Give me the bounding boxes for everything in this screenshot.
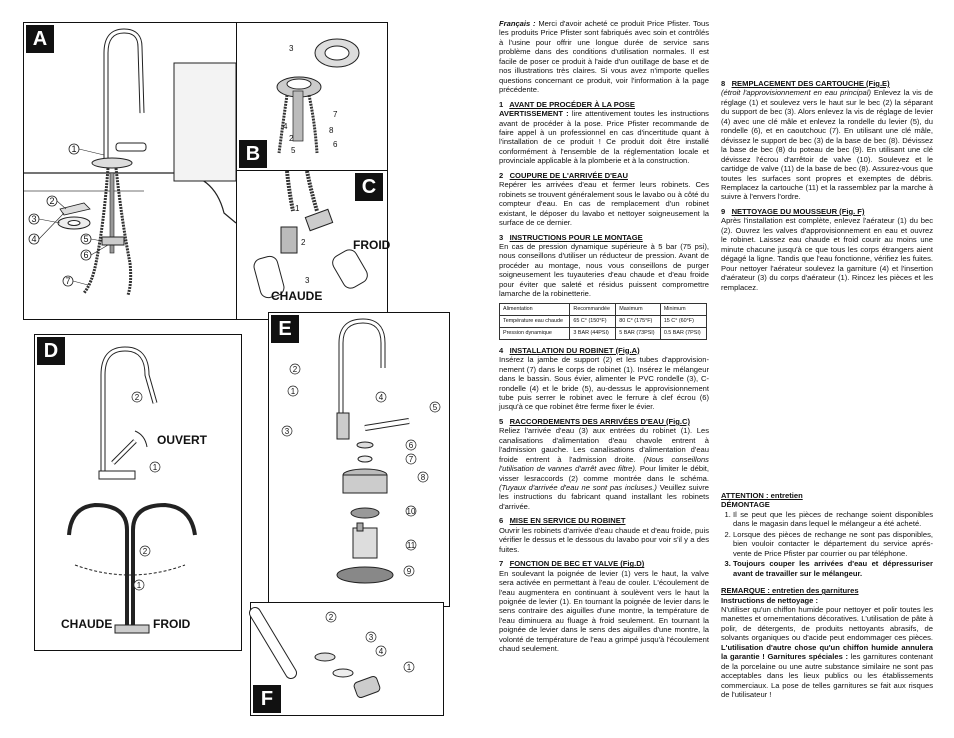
svg-text:1: 1 bbox=[137, 581, 142, 590]
svg-text:3: 3 bbox=[289, 44, 294, 53]
svg-text:7: 7 bbox=[333, 110, 338, 119]
cartridge-exploded-illustration: 1 2 3 4 5 6 7 8 10 11 9 bbox=[281, 318, 441, 584]
mounting-hardware-illustration: 3 42 5 7 8 6 bbox=[276, 38, 360, 155]
callout-4: 4 bbox=[31, 234, 36, 244]
list-item: Lorsque des pièces de rechange ne sont p… bbox=[733, 530, 933, 558]
faucet-installation-illustration: 1 2 3 4 5 6 7 bbox=[24, 28, 237, 296]
svg-text:8: 8 bbox=[329, 126, 334, 135]
figure-d-label: D bbox=[37, 337, 65, 365]
figure-e-label: E bbox=[271, 315, 299, 343]
svg-text:1: 1 bbox=[153, 463, 158, 472]
section-5-heading: 5 RACCORDEMENTS DES ARRIVÉES D'EAU (Fig.… bbox=[499, 416, 690, 426]
hot-label: CHAUDE bbox=[271, 289, 323, 303]
figure-f-label: F bbox=[253, 685, 281, 713]
svg-text:8: 8 bbox=[421, 473, 426, 482]
cold-label-d: FROID bbox=[153, 617, 191, 631]
figure-d: D 2 1 2 1 OUVERT CHAUDE FROID bbox=[34, 334, 242, 651]
figure-c: C 1 2 3 FROID CHAUDE bbox=[236, 170, 391, 320]
figure-b-label: B bbox=[239, 140, 267, 168]
remarque-text: N'utiliser qu'un chiffon humide pour net… bbox=[721, 604, 933, 700]
svg-text:1: 1 bbox=[407, 663, 412, 672]
callout-7: 7 bbox=[65, 276, 70, 286]
section-6-text: Ouvrir les robinets d'arrivée d'eau chau… bbox=[499, 525, 709, 554]
section-9-text: Après l'installation est complète, enlev… bbox=[721, 216, 933, 292]
remarque-subheading: Instructions de nettoyage : bbox=[721, 595, 819, 605]
attention-heading: ATTENTION : entretien bbox=[721, 491, 803, 500]
svg-text:1: 1 bbox=[295, 204, 300, 213]
callout-1: 1 bbox=[71, 144, 76, 154]
maintenance-column: ATTENTION : entretien DÉMONTAGE Il se pe… bbox=[721, 491, 933, 703]
hot-label-d: CHAUDE bbox=[61, 617, 113, 631]
section-6-heading: 6 MISE EN SERVICE DU ROBINET bbox=[499, 516, 626, 526]
list-item: Toujours couper les arrivées d'eau et dé… bbox=[733, 559, 933, 578]
figure-a-label: A bbox=[26, 25, 54, 53]
callout-3: 3 bbox=[31, 214, 36, 224]
remarque-heading: REMARQUE : entretien des garnitures bbox=[721, 586, 859, 596]
attention-subheading: DÉMONTAGE bbox=[721, 500, 770, 510]
svg-text:3: 3 bbox=[369, 633, 374, 642]
svg-text:5: 5 bbox=[291, 146, 296, 155]
supply-connection-illustration: 1 2 3 bbox=[253, 170, 368, 299]
callout-2: 2 bbox=[49, 196, 54, 206]
section-7-text: En soulevant la poignée de levier (1) ve… bbox=[499, 568, 709, 654]
svg-text:2: 2 bbox=[293, 365, 298, 374]
section-3-text: En cas de pression dynamique supérieure … bbox=[499, 241, 709, 299]
text-column-1: Français : Merci d'avoir acheté ce produ… bbox=[498, 19, 709, 654]
lever-function-illustration: 2 1 2 1 bbox=[67, 346, 197, 634]
attention-list: Il se peut que les pièces de rechange so… bbox=[721, 510, 933, 578]
svg-text:3: 3 bbox=[305, 276, 310, 285]
svg-text:9: 9 bbox=[407, 567, 412, 576]
svg-text:1: 1 bbox=[291, 387, 296, 396]
figure-c-label: C bbox=[355, 173, 383, 201]
svg-text:2: 2 bbox=[289, 134, 294, 143]
section-1-heading: 1 AVANT DE PROCÉDER À LA POSE bbox=[499, 99, 635, 109]
svg-text:4: 4 bbox=[379, 393, 384, 402]
section-2-heading: 2 COUPURE DE L'ARRIVÉE D'EAU bbox=[499, 170, 628, 180]
svg-text:2: 2 bbox=[143, 547, 148, 556]
intro-lang: Français : bbox=[499, 19, 536, 28]
section-2-text: Repérer les arrivées d'eau et fermer leu… bbox=[499, 180, 709, 228]
svg-text:3: 3 bbox=[285, 427, 290, 436]
figure-e: E 1 2 3 4 5 6 7 8 10 11 9 bbox=[268, 312, 450, 607]
callout-6: 6 bbox=[83, 250, 88, 260]
figure-f: F 2 3 4 1 bbox=[249, 602, 444, 716]
svg-text:6: 6 bbox=[409, 441, 414, 450]
svg-text:4: 4 bbox=[283, 122, 288, 131]
svg-text:2: 2 bbox=[329, 613, 334, 622]
section-3-heading: 3 INSTRUCTIONS POUR LE MONTAGE bbox=[499, 232, 643, 242]
list-item: Il se peut que les pièces de rechange so… bbox=[733, 510, 933, 529]
text-column-2: 8 REMPLACEMENT DES CARTOUCHE (Fig.E) (ét… bbox=[721, 19, 933, 295]
section-1-text: AVERTISSEMENT : lire attentivement toute… bbox=[499, 109, 709, 166]
section-4-heading: 4 INSTALLATION DU ROBINET (Fig.A) bbox=[499, 345, 640, 355]
section-9-heading: 9 NETTOYAGE DU MOUSSEUR (Fig. F) bbox=[721, 206, 865, 216]
section-5-text: Reliez l'arrivée d'eau (3) aux entrées d… bbox=[499, 426, 709, 511]
open-label: OUVERT bbox=[157, 433, 208, 447]
aerator-illustration: 2 3 4 1 bbox=[249, 607, 415, 698]
svg-text:2: 2 bbox=[301, 238, 306, 247]
intro-paragraph: Français : Merci d'avoir acheté ce produ… bbox=[499, 19, 709, 95]
section-8-heading: 8 REMPLACEMENT DES CARTOUCHE (Fig.E) bbox=[721, 79, 890, 88]
svg-text:11: 11 bbox=[407, 541, 416, 550]
section-4-text: Insérez la jambe de support (2) et les t… bbox=[499, 355, 709, 412]
intro-text: Merci d'avoir acheté ce produit Price Pf… bbox=[499, 19, 710, 95]
section-7-heading: 7 FONCTION DE BEC ET VALVE (Fig.D) bbox=[499, 559, 645, 569]
callout-5: 5 bbox=[83, 234, 88, 244]
svg-text:4: 4 bbox=[379, 647, 384, 656]
svg-text:6: 6 bbox=[333, 140, 338, 149]
section-8-text: (étroit l'approvisionnement en eau princ… bbox=[721, 88, 933, 202]
svg-text:5: 5 bbox=[433, 403, 438, 412]
svg-text:7: 7 bbox=[409, 455, 414, 464]
cold-label: FROID bbox=[353, 238, 391, 252]
svg-text:10: 10 bbox=[407, 507, 416, 516]
figure-a: A 1 2 3 4 5 6 7 bbox=[23, 22, 237, 320]
svg-text:2: 2 bbox=[135, 393, 140, 402]
